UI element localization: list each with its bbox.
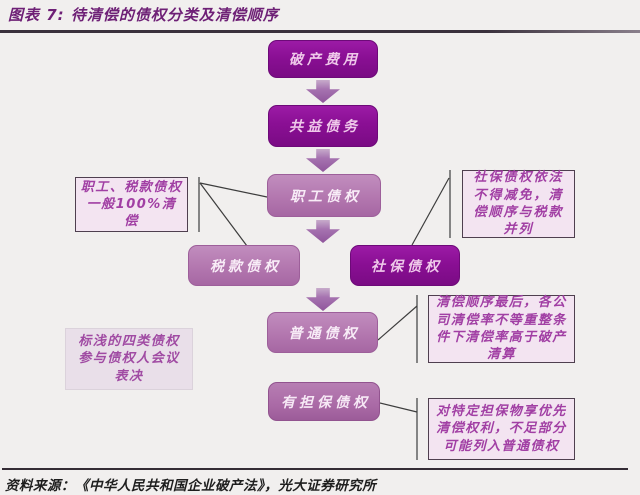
down-arrow-icon [306,80,340,103]
figure-title: 图表 7: 待清偿的债权分类及清偿顺序 [8,6,279,24]
flow-node-secured-claims: 有担保债权 [268,382,380,421]
annotation-social-security-rule: 社保债权依法不得减免，清偿顺序与税款并列 [462,170,575,238]
annotation-creditor-meeting-voting: 标浅的四类债权参与债权人会议表决 [65,328,193,390]
flow-node-bankruptcy-expenses: 破产费用 [268,40,378,78]
flow-node-employee-claims: 职工债权 [267,174,381,217]
connector-note-to-employee-claims [199,182,268,198]
flow-node-tax-claims: 税款债权 [188,245,300,286]
flow-node-ordinary-claims: 普通债权 [267,312,378,353]
down-arrow-icon [306,288,340,311]
connector-note-to-social-security-claims [411,177,450,246]
source-note: 资料来源：《中华人民共和国企业破产法》，光大证券研究所 [5,478,377,494]
annotation-employee-tax-repayment: 职工、税款债权一般100%清偿 [75,177,188,232]
down-arrow-icon [306,149,340,172]
annotation-secured-claims-priority: 对特定担保物享优先清偿权利，不足部分可能列入普通债权 [428,398,575,460]
flow-node-common-benefit-debt: 共益债务 [268,105,378,147]
connector-ordinary-claims-to-note [377,305,418,341]
connector-note-to-tax-claims [199,182,248,247]
title-divider-line [0,30,640,33]
footer-divider-line [2,468,628,470]
down-arrow-icon [306,220,340,243]
flow-node-social-security-claims: 社保债权 [350,245,460,286]
annotation-ordinary-claims-order: 清偿顺序最后，各公司清偿率不等重整条件下清偿率高于破产清算 [428,295,575,363]
connector-secured-claims-to-note [379,402,418,413]
